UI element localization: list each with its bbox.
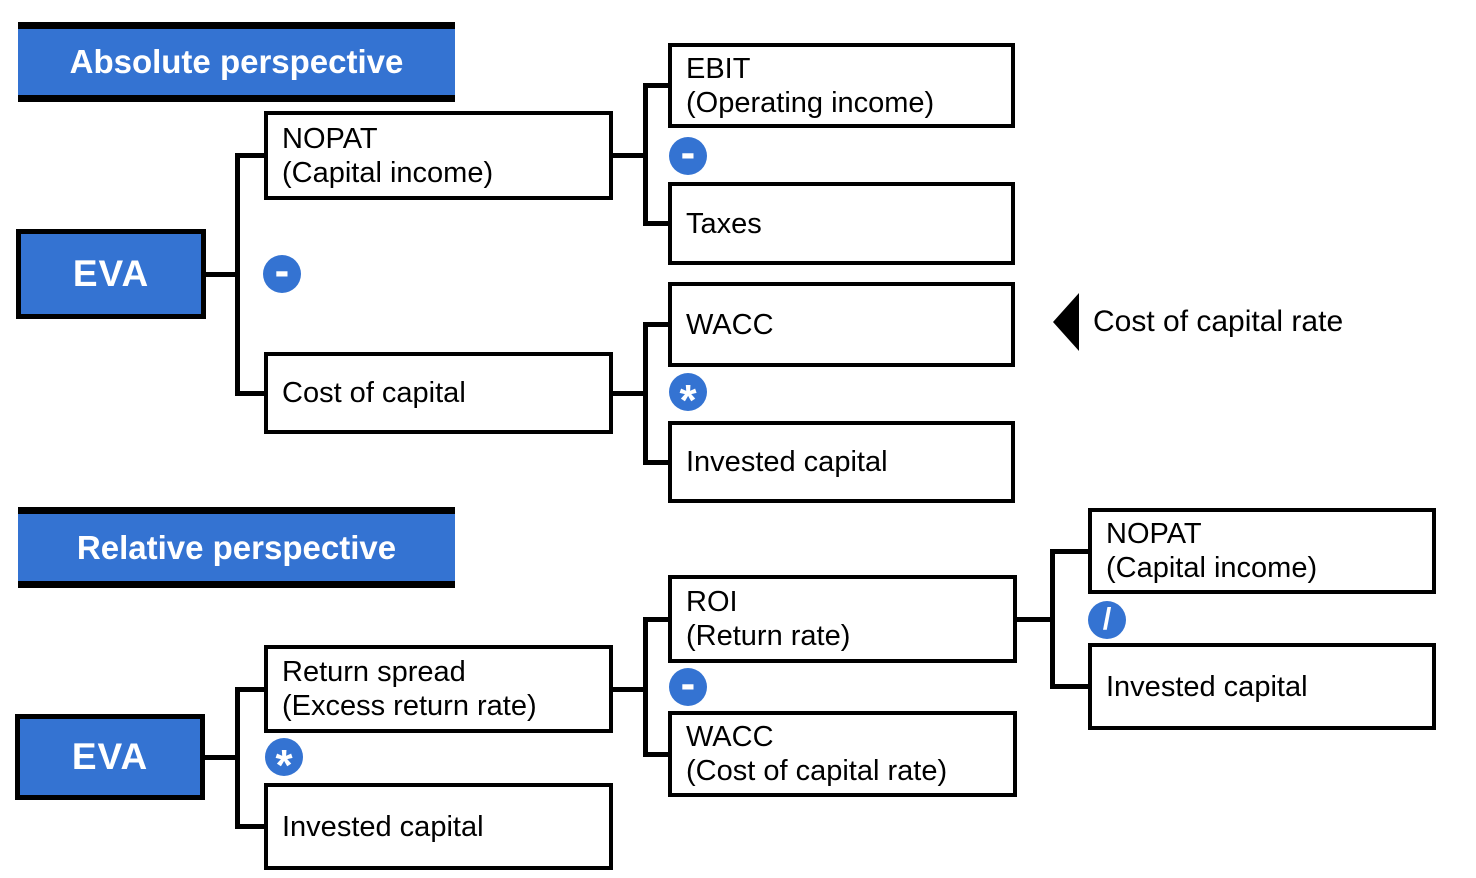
- connector-line: [235, 824, 264, 829]
- box-nopat-relative: NOPAT (Capital income): [1088, 508, 1436, 594]
- box-eva-relative: EVA: [15, 714, 205, 800]
- connector-line: [613, 687, 648, 692]
- box-label-line: ROI: [686, 586, 738, 618]
- box-eva-absolute: EVA: [16, 229, 206, 319]
- box-roi: ROI (Return rate): [668, 575, 1017, 663]
- operator-symbol: -: [680, 128, 696, 177]
- box-label-line: Return spread: [282, 656, 466, 688]
- eva-label: EVA: [72, 253, 150, 294]
- box-label-line: Invested capital: [686, 446, 888, 478]
- header-absolute-perspective: Absolute perspective: [18, 22, 455, 102]
- operator-symbol: /: [1102, 601, 1112, 636]
- box-nopat-absolute: NOPAT (Capital income): [264, 111, 613, 200]
- operator-minus-icon: -: [263, 246, 301, 295]
- header-relative-perspective: Relative perspective: [18, 507, 455, 588]
- box-wacc-relative: WACC (Cost of capital rate): [668, 711, 1017, 797]
- connector-line: [205, 755, 240, 760]
- operator-divide-icon: /: [1088, 601, 1126, 639]
- connector-line: [1015, 617, 1055, 622]
- box-label-line: Taxes: [686, 207, 762, 240]
- box-label-line: NOPAT: [282, 122, 378, 155]
- box-label-line: NOPAT: [1106, 518, 1202, 550]
- operator-multiply-icon: *: [669, 373, 707, 425]
- operator-multiply-icon: *: [265, 738, 303, 790]
- box-invested-capital-relative: Invested capital: [264, 783, 613, 870]
- box-invested-capital-absolute: Invested capital: [668, 421, 1015, 503]
- connector-line: [643, 83, 668, 88]
- box-label-line: EBIT: [686, 52, 751, 85]
- box-label-line: (Capital income): [1106, 552, 1318, 584]
- connector-line: [643, 322, 668, 327]
- connector-line: [235, 153, 264, 158]
- box-label-line: Cost of capital: [282, 377, 466, 409]
- connector-line: [205, 272, 240, 277]
- connector-line: [643, 752, 668, 757]
- connector-line: [643, 617, 648, 757]
- connector-line: [235, 687, 264, 692]
- connector-line: [643, 617, 668, 622]
- operator-minus-icon: -: [669, 659, 707, 708]
- connector-line: [643, 83, 648, 226]
- connector-line: [613, 391, 648, 396]
- connector-line: [1050, 549, 1055, 689]
- connector-line: [643, 322, 648, 465]
- left-arrow-icon: [1053, 293, 1079, 351]
- box-label-line: WACC: [686, 721, 774, 753]
- header-label: Absolute perspective: [69, 43, 404, 80]
- operator-symbol: -: [274, 246, 290, 295]
- box-label-line: (Operating income): [686, 86, 935, 119]
- box-label-line: (Cost of capital rate): [686, 755, 948, 787]
- header-label: Relative perspective: [76, 528, 397, 566]
- box-ebit: EBIT (Operating income): [668, 43, 1015, 128]
- connector-line: [235, 391, 264, 396]
- box-label-line: Invested capital: [282, 810, 484, 843]
- box-wacc-absolute: WACC: [668, 282, 1015, 367]
- connector-line: [1050, 549, 1088, 554]
- box-return-spread: Return spread (Excess return rate): [264, 645, 613, 733]
- box-label-line: (Excess return rate): [282, 690, 537, 722]
- connector-line: [643, 221, 668, 226]
- connector-line: [643, 460, 668, 465]
- box-taxes: Taxes: [668, 182, 1015, 265]
- operator-symbol: -: [680, 659, 696, 708]
- box-label-line: (Return rate): [686, 620, 851, 652]
- connector-line: [1050, 684, 1088, 689]
- annotation-label: Cost of capital rate: [1093, 305, 1344, 338]
- box-label-line: WACC: [686, 308, 774, 341]
- connector-line: [235, 687, 240, 829]
- connector-line: [235, 153, 240, 396]
- box-invested-capital-roi: Invested capital: [1088, 643, 1436, 730]
- operator-minus-icon: -: [669, 128, 707, 177]
- eva-label: EVA: [71, 736, 149, 777]
- operator-symbol: *: [275, 741, 293, 790]
- operator-symbol: *: [679, 376, 697, 425]
- box-cost-of-capital: Cost of capital: [264, 352, 613, 434]
- box-label-line: (Capital income): [282, 156, 494, 189]
- connector-line: [613, 153, 648, 158]
- box-label-line: Invested capital: [1106, 670, 1308, 703]
